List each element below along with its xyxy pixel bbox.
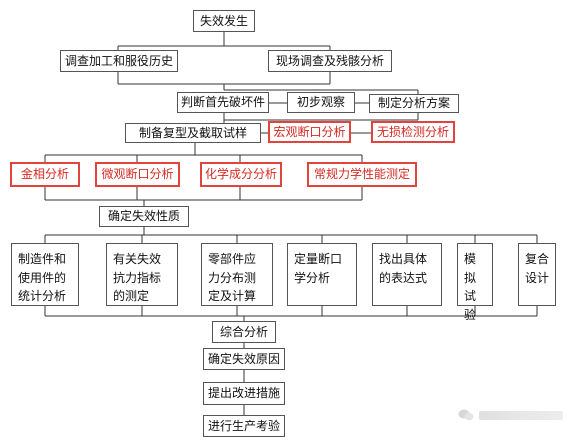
node-history: 调查加工和服役历史: [60, 50, 178, 72]
node-plan: 制定分析方案: [369, 94, 459, 113]
node-nature: 确定失效性质: [99, 206, 189, 227]
watermark-logo: [458, 407, 563, 423]
node-stress: 零部件应力分布测定及计算: [201, 243, 273, 306]
node-composite: 复合设计: [518, 243, 556, 306]
node-macro: 宏观断口分析: [268, 121, 351, 143]
node-chemical: 化学成分分析: [200, 162, 282, 187]
node-site: 现场调查及残骸分析: [268, 50, 392, 72]
node-expression: 找出具体的表达式: [372, 243, 442, 306]
node-ndt: 无损检测分析: [371, 121, 455, 143]
node-resistance: 有关失效抗力指标的测定: [106, 243, 178, 306]
node-simulate: 模拟试验: [457, 243, 493, 322]
node-cause: 确定失效原因: [203, 348, 285, 370]
node-metallography: 金相分析: [10, 162, 80, 187]
node-mechanical: 常规力学性能测定: [307, 162, 417, 187]
node-micro: 微观断口分析: [95, 162, 180, 187]
node-stats: 制造件和使用件的统计分析: [11, 243, 79, 306]
node-first-fail: 判断首先破坏件: [177, 92, 269, 113]
chat-bubble-icon: [458, 409, 474, 421]
node-preliminary: 初步观察: [287, 92, 355, 113]
node-quant: 定量断口学分析: [287, 243, 357, 306]
node-comprehensive: 综合分析: [212, 321, 276, 343]
node-start: 失效发生: [193, 10, 255, 32]
node-measures: 提出改进措施: [203, 382, 285, 405]
node-verify: 进行生产考验: [203, 415, 285, 437]
node-specimen: 制备复型及截取试样: [125, 123, 261, 143]
